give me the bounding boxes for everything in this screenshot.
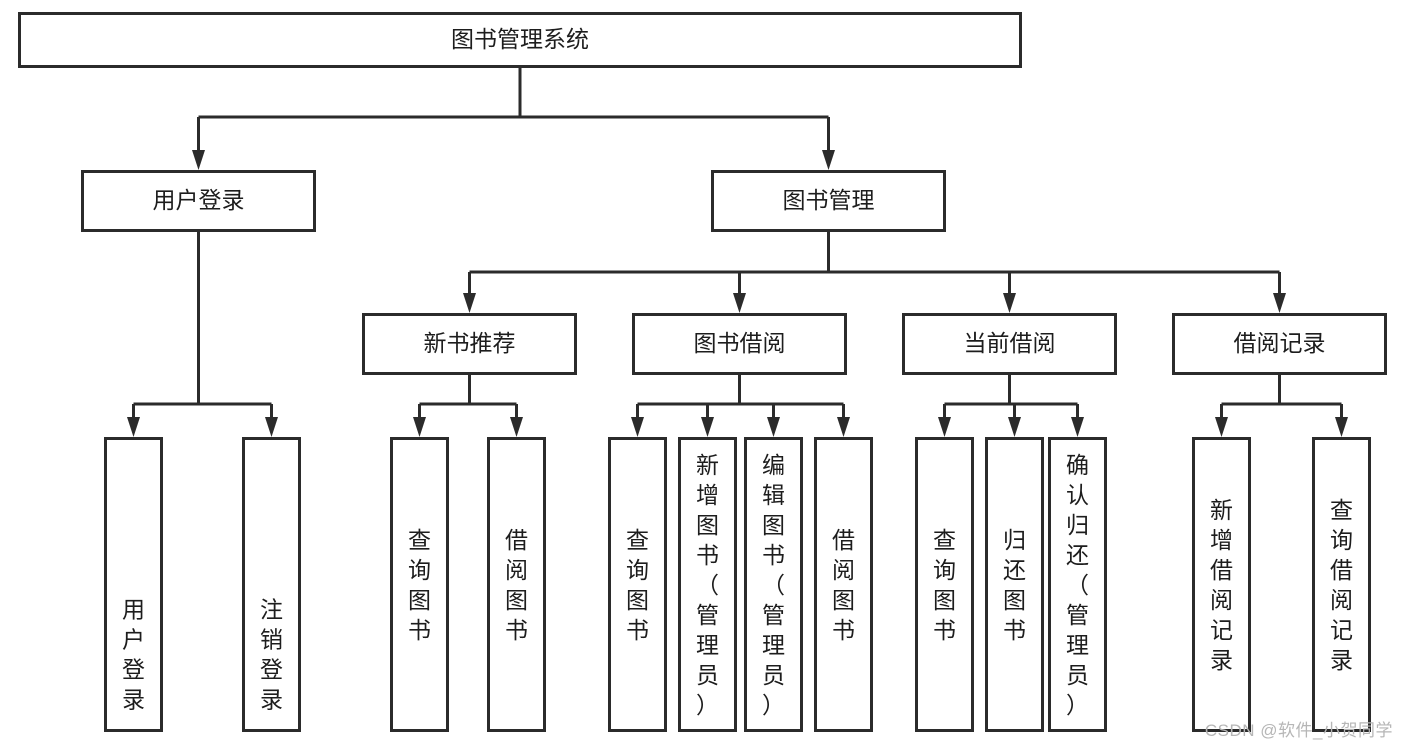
node-book-manage[interactable]: 图书管理 (711, 170, 946, 232)
node-leaf-user-login-box[interactable] (104, 437, 163, 732)
node-leaf-user-login-label: 用户登录 (122, 596, 145, 712)
node-root[interactable]: 图书管理系统 (18, 12, 1022, 68)
arrow-head-current-borrow (1003, 293, 1016, 313)
node-layer: 图书管理系统用户登录图书管理新书推荐图书借阅当前借阅借阅记录用户登录注销登录查询… (18, 12, 1387, 732)
node-leaf-edit-book-box[interactable] (744, 437, 803, 732)
node-new-book-recommend-label: 新书推荐 (424, 330, 516, 356)
arrow-head-book-manage (822, 150, 835, 170)
node-leaf-return-book-box[interactable] (985, 437, 1044, 732)
node-leaf-confirm-return-label: 确认归还（管理员） (1066, 452, 1089, 718)
arrow-head-leaf-add-record (1215, 417, 1228, 437)
node-current-borrow-box[interactable] (902, 313, 1117, 375)
node-book-manage-box[interactable] (711, 170, 946, 232)
connector-layer (127, 68, 1348, 437)
connector-group-current-borrow (938, 375, 1084, 437)
node-new-book-recommend-box[interactable] (362, 313, 577, 375)
node-leaf-query-record-label: 查询借阅记录 (1330, 497, 1353, 673)
node-leaf-query-record-box[interactable] (1312, 437, 1371, 732)
arrow-head-borrow-record (1273, 293, 1286, 313)
node-leaf-query-book-cur[interactable]: 查询图书 (915, 437, 974, 732)
node-leaf-query-book-cur-label: 查询图书 (933, 527, 956, 643)
arrow-head-leaf-query-book-rec (413, 417, 426, 437)
connector-group-new-book-recommend (413, 375, 523, 437)
node-leaf-add-book[interactable]: 新增图书（管理员） (678, 437, 737, 732)
node-leaf-add-book-box[interactable] (678, 437, 737, 732)
node-leaf-user-login[interactable]: 用户登录 (104, 437, 163, 732)
arrow-head-leaf-query-record (1335, 417, 1348, 437)
node-leaf-add-book-label: 新增图书（管理员） (696, 452, 719, 718)
node-leaf-query-book-rec-box[interactable] (390, 437, 449, 732)
arrow-head-leaf-query-book-cur (938, 417, 951, 437)
arrow-head-leaf-confirm-return (1071, 417, 1084, 437)
arrow-head-new-book-recommend (463, 293, 476, 313)
arrow-head-leaf-return-book (1008, 417, 1021, 437)
arrow-head-leaf-edit-book (767, 417, 780, 437)
node-leaf-add-record-label: 新增借阅记录 (1210, 497, 1233, 673)
arrow-head-leaf-borrow-book (837, 417, 850, 437)
node-borrow-record-label: 借阅记录 (1234, 330, 1326, 356)
node-leaf-query-record[interactable]: 查询借阅记录 (1312, 437, 1371, 732)
connector-group-book-borrow (631, 375, 850, 437)
arrow-head-user-login (192, 150, 205, 170)
arrow-head-book-borrow (733, 293, 746, 313)
node-leaf-return-book-label: 归还图书 (1003, 527, 1026, 643)
arrow-head-leaf-add-book (701, 417, 714, 437)
node-leaf-edit-book[interactable]: 编辑图书（管理员） (744, 437, 803, 732)
node-leaf-logout-label: 注销登录 (260, 596, 283, 712)
node-leaf-query-book-label: 查询图书 (626, 527, 649, 643)
node-leaf-query-book[interactable]: 查询图书 (608, 437, 667, 732)
connector-group-borrow-record (1215, 375, 1348, 437)
node-leaf-borrow-book-box[interactable] (814, 437, 873, 732)
node-book-borrow-box[interactable] (632, 313, 847, 375)
node-leaf-borrow-book-rec-label: 借阅图书 (505, 527, 528, 643)
node-book-manage-label: 图书管理 (783, 187, 875, 213)
node-leaf-borrow-book-rec-box[interactable] (487, 437, 546, 732)
node-leaf-query-book-cur-box[interactable] (915, 437, 974, 732)
node-root-label: 图书管理系统 (451, 26, 589, 52)
node-leaf-edit-book-label: 编辑图书（管理员） (762, 452, 785, 718)
node-leaf-query-book-rec-label: 查询图书 (408, 527, 431, 643)
arrow-head-leaf-borrow-book-rec (510, 417, 523, 437)
arrow-head-leaf-logout (265, 417, 278, 437)
node-book-borrow-label: 图书借阅 (694, 330, 786, 356)
node-borrow-record-box[interactable] (1172, 313, 1387, 375)
node-user-login[interactable]: 用户登录 (81, 170, 316, 232)
connector-group-book-manage (463, 232, 1286, 313)
node-root-box[interactable] (18, 12, 1022, 68)
connector-group-user-login (127, 232, 278, 437)
node-leaf-add-record[interactable]: 新增借阅记录 (1192, 437, 1251, 732)
connector-group-root (192, 68, 835, 170)
node-leaf-borrow-book[interactable]: 借阅图书 (814, 437, 873, 732)
node-borrow-record[interactable]: 借阅记录 (1172, 313, 1387, 375)
node-leaf-logout-box[interactable] (242, 437, 301, 732)
node-leaf-logout[interactable]: 注销登录 (242, 437, 301, 732)
arrow-head-leaf-user-login (127, 417, 140, 437)
node-current-borrow-label: 当前借阅 (964, 330, 1056, 356)
node-new-book-recommend[interactable]: 新书推荐 (362, 313, 577, 375)
node-leaf-return-book[interactable]: 归还图书 (985, 437, 1044, 732)
arrow-head-leaf-query-book (631, 417, 644, 437)
node-leaf-borrow-book-label: 借阅图书 (832, 527, 855, 643)
node-leaf-query-book-rec[interactable]: 查询图书 (390, 437, 449, 732)
node-book-borrow[interactable]: 图书借阅 (632, 313, 847, 375)
node-user-login-box[interactable] (81, 170, 316, 232)
node-leaf-borrow-book-rec[interactable]: 借阅图书 (487, 437, 546, 732)
node-leaf-add-record-box[interactable] (1192, 437, 1251, 732)
node-leaf-confirm-return-box[interactable] (1048, 437, 1107, 732)
node-leaf-query-book-box[interactable] (608, 437, 667, 732)
node-leaf-confirm-return[interactable]: 确认归还（管理员） (1048, 437, 1107, 732)
node-user-login-label: 用户登录 (153, 187, 245, 213)
node-current-borrow[interactable]: 当前借阅 (902, 313, 1117, 375)
